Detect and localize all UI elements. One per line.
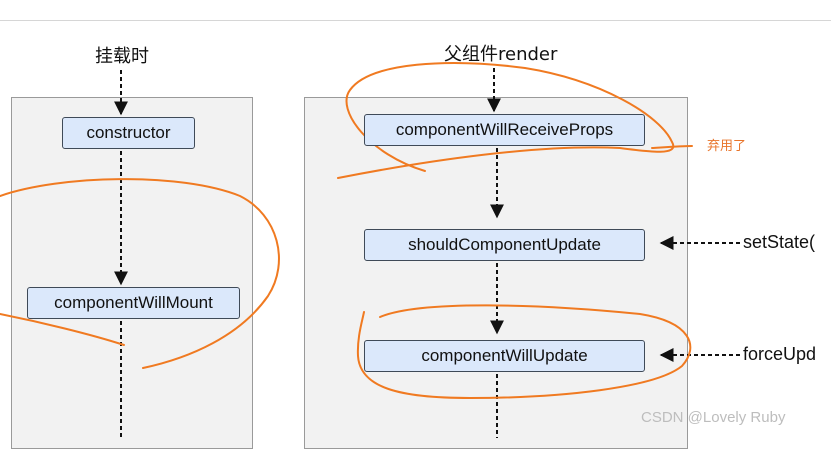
watermark: CSDN @Lovely Ruby: [641, 409, 786, 426]
top-divider: [0, 20, 831, 21]
mount-phase-panel: [11, 97, 253, 449]
flow-arrows: [0, 62, 740, 438]
component-will-receive-props-node: componentWillReceiveProps: [364, 114, 645, 146]
annotation-pointer-deprecated: [651, 145, 693, 149]
component-will-mount-node: componentWillMount: [27, 287, 240, 319]
annotation-circle-willupdate: [356, 304, 692, 400]
annotation-circle-receive-props: [337, 62, 675, 179]
parent-render-heading: 父组件render: [444, 44, 558, 65]
deprecated-annotation: 弃用了: [707, 139, 747, 154]
mount-phase-heading: 挂载时: [95, 46, 149, 67]
component-will-update-node: componentWillUpdate: [364, 340, 645, 372]
should-component-update-node: shouldComponentUpdate: [364, 229, 645, 261]
set-state-label: setState(: [743, 232, 816, 252]
annotation-circle-willmount: [0, 178, 280, 369]
constructor-node: constructor: [62, 117, 195, 149]
force-update-label: forceUpd: [743, 344, 817, 364]
